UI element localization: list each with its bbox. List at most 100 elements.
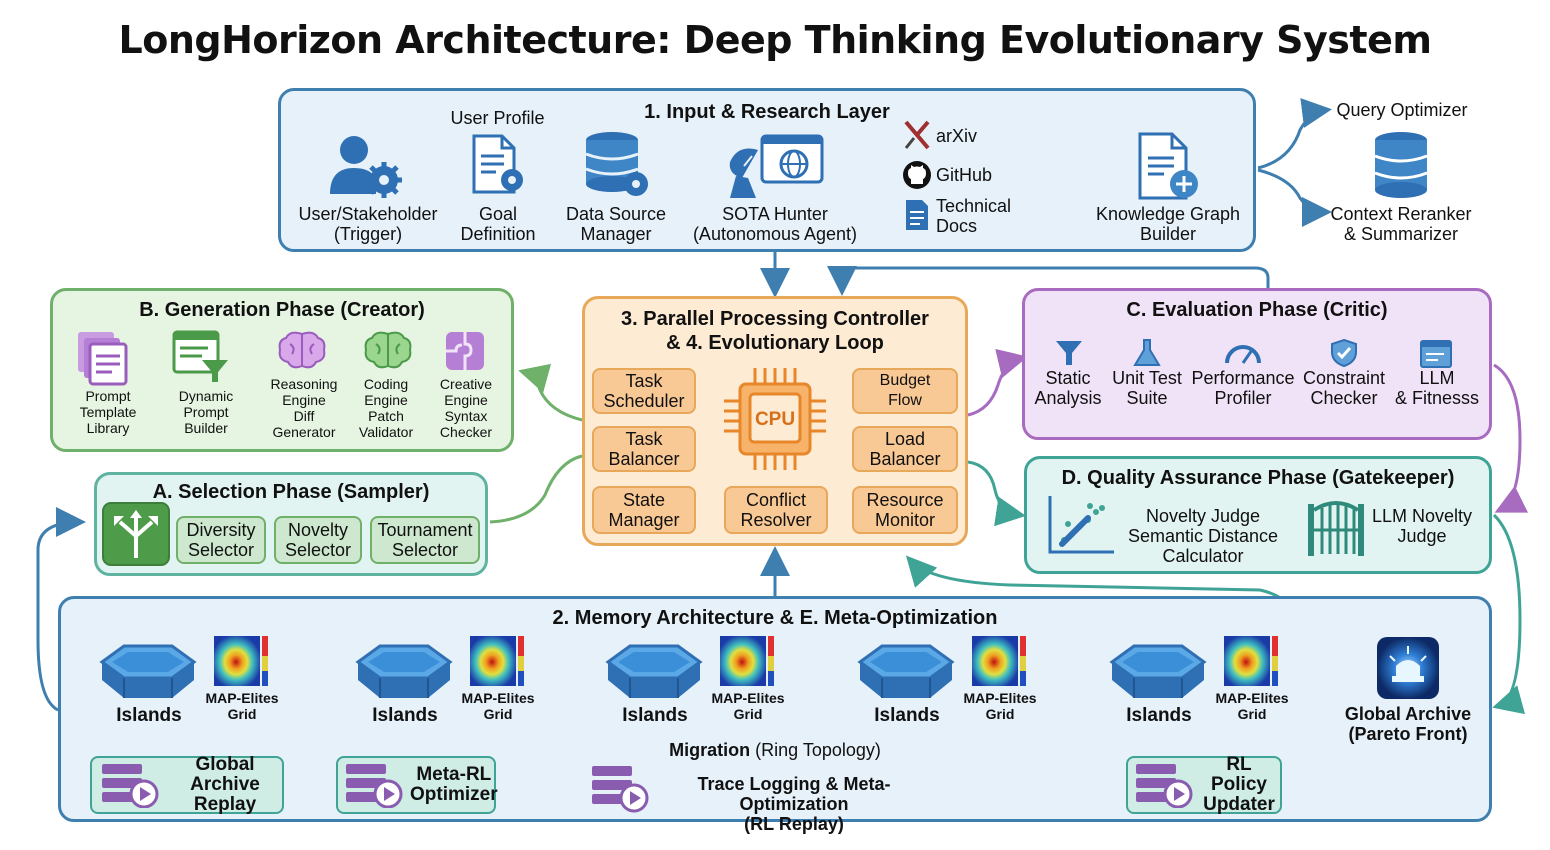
database-gear-icon bbox=[582, 130, 652, 200]
heatmap-grid-icon bbox=[1224, 636, 1280, 686]
data-source-manager-label: Data Source Manager bbox=[565, 204, 667, 244]
migration-rest: (Ring Topology) bbox=[750, 740, 881, 760]
resource-monitor: Resource Monitor bbox=[852, 486, 958, 534]
load-balancer: Load Balancer bbox=[852, 426, 958, 472]
scatter-plot-icon bbox=[1044, 494, 1116, 558]
funnel-icon bbox=[1054, 338, 1084, 368]
server-play-icon bbox=[1134, 762, 1194, 808]
global-archive-label: Global Archive (Pareto Front) bbox=[1344, 704, 1472, 744]
evaluation-item-2: Unit Test Suite bbox=[1112, 368, 1182, 408]
tournament-selector: Tournament Selector bbox=[370, 516, 480, 564]
split-arrows-icon bbox=[102, 502, 170, 566]
island-pool-icon bbox=[98, 640, 198, 704]
generation-item-3: Reasoning Engine Diff Generator bbox=[270, 376, 338, 440]
context-reranker-label: Context Reranker & Summarizer bbox=[1330, 204, 1472, 244]
task-balancer: Task Balancer bbox=[592, 426, 696, 472]
llm-novelty-judge-label: LLM Novelty Judge bbox=[1371, 506, 1473, 546]
evaluation-phase-title: C. Evaluation Phase (Critic) bbox=[1126, 299, 1388, 321]
meta-rl-optimizer-label: Meta-RL Optimizer bbox=[410, 764, 498, 805]
evaluation-phase: C. Evaluation Phase (Critic) bbox=[1022, 288, 1492, 440]
server-play-icon bbox=[590, 764, 650, 814]
meta-rl-optimizer: Meta-RL Optimizer bbox=[336, 756, 498, 814]
input-layer-title: 1. Input & Research Layer bbox=[644, 101, 890, 123]
database-icon bbox=[1372, 130, 1430, 202]
global-archive-replay: Global Archive Replay bbox=[90, 755, 284, 815]
qa-phase-title: D. Quality Assurance Phase (Gatekeeper) bbox=[1061, 467, 1455, 489]
shield-check-icon bbox=[1330, 338, 1358, 368]
query-optimizer-label: Query Optimizer bbox=[1336, 100, 1468, 120]
quality-assurance-phase: D. Quality Assurance Phase (Gatekeeper) bbox=[1024, 456, 1492, 574]
arxiv-label: arXiv bbox=[936, 126, 978, 146]
island-label: Islands bbox=[116, 705, 182, 726]
document-plus-icon bbox=[1136, 132, 1202, 202]
controller-title: 3. Parallel Processing Controller & 4. E… bbox=[621, 308, 929, 354]
github-icon bbox=[902, 160, 932, 190]
generation-item-4: Coding Engine Patch Validator bbox=[358, 376, 414, 440]
brain-purple-icon bbox=[278, 330, 326, 370]
user-stakeholder-label: User/Stakeholder (Trigger) bbox=[298, 204, 438, 244]
conflict-resolver: Conflict Resolver bbox=[724, 486, 828, 534]
rl-policy-updater-label: RL Policy Updater bbox=[1203, 754, 1275, 815]
heatmap-grid-icon bbox=[972, 636, 1028, 686]
memory-title: 2. Memory Architecture & E. Meta-Optimiz… bbox=[552, 607, 998, 629]
migration-label: Migration (Ring Topology) bbox=[620, 740, 930, 760]
diversity-selector: Diversity Selector bbox=[176, 516, 266, 564]
evaluation-item-5: LLM & Fitnesss bbox=[1394, 368, 1480, 408]
evaluation-item-3: Performance Profiler bbox=[1191, 368, 1295, 408]
map-elites-grid-label: MAP-Elites Grid bbox=[205, 690, 279, 722]
island-label: Islands bbox=[1126, 705, 1192, 726]
selection-phase-title: A. Selection Phase (Sampler) bbox=[152, 481, 430, 503]
generation-item-1: Prompt Template Library bbox=[79, 388, 137, 436]
generation-phase-title: B. Generation Phase (Creator) bbox=[139, 299, 425, 321]
map-elites-grid-label: MAP-Elites Grid bbox=[963, 690, 1037, 722]
flask-icon bbox=[1132, 338, 1162, 368]
novelty-selector: Novelty Selector bbox=[274, 516, 362, 564]
page-title: LongHorizon Architecture: Deep Thinking … bbox=[118, 18, 1432, 62]
generation-item-5: Creative Engine Syntax Checker bbox=[439, 376, 493, 440]
island-label: Islands bbox=[622, 705, 688, 726]
rl-policy-updater: RL Policy Updater bbox=[1126, 754, 1282, 815]
sota-hunter-label: SOTA Hunter (Autonomous Agent) bbox=[692, 204, 858, 244]
knowledge-graph-builder-label: Knowledge Graph Builder bbox=[1095, 204, 1241, 244]
trace-logging-label: Trace Logging & Meta-Optimization (RL Re… bbox=[697, 774, 891, 834]
user-profile-label: User Profile bbox=[450, 108, 545, 128]
archive-glow-icon bbox=[1376, 636, 1440, 700]
heatmap-grid-icon bbox=[720, 636, 776, 686]
user-gear-icon bbox=[326, 132, 406, 198]
cpu-label: CPU bbox=[754, 409, 796, 430]
novelty-judge-label: Novelty Judge Semantic Distance Calculat… bbox=[1127, 506, 1279, 566]
island-label: Islands bbox=[372, 705, 438, 726]
server-play-icon bbox=[344, 762, 404, 808]
island-pool-icon bbox=[856, 640, 956, 704]
gauge-icon bbox=[1224, 340, 1262, 366]
document-gear-icon bbox=[468, 134, 530, 196]
island-pool-icon bbox=[604, 640, 704, 704]
arxiv-icon bbox=[902, 120, 932, 150]
budget-flow: Budget Flow bbox=[852, 368, 958, 414]
stacked-documents-icon bbox=[76, 330, 132, 386]
evaluation-item-4: Constraint Checker bbox=[1302, 368, 1386, 408]
puzzle-icon bbox=[444, 330, 486, 372]
technical-docs-label: Technical Docs bbox=[936, 196, 1012, 236]
brain-green-icon bbox=[364, 330, 412, 370]
document-icon bbox=[904, 198, 930, 232]
island-pool-icon bbox=[354, 640, 454, 704]
island-pool-icon bbox=[1108, 640, 1208, 704]
github-label: GitHub bbox=[936, 165, 993, 185]
prompt-filter-icon bbox=[172, 330, 230, 384]
gate-icon bbox=[1306, 494, 1366, 558]
server-play-icon bbox=[100, 762, 160, 808]
cpu-icon bbox=[722, 364, 828, 474]
map-elites-grid-label: MAP-Elites Grid bbox=[461, 690, 535, 722]
evaluation-item-1: Static Analysis bbox=[1034, 368, 1102, 408]
map-elites-grid-label: MAP-Elites Grid bbox=[1215, 690, 1289, 722]
task-scheduler: Task Scheduler bbox=[592, 368, 696, 414]
goal-definition-label: Goal Definition bbox=[460, 204, 536, 244]
browser-window-icon bbox=[1420, 340, 1452, 368]
migration-bold: Migration bbox=[669, 740, 751, 760]
satellite-globe-icon bbox=[722, 132, 826, 202]
generation-item-2: Dynamic Prompt Builder bbox=[178, 388, 234, 436]
island-label: Islands bbox=[874, 705, 940, 726]
heatmap-grid-icon bbox=[214, 636, 270, 686]
heatmap-grid-icon bbox=[470, 636, 526, 686]
